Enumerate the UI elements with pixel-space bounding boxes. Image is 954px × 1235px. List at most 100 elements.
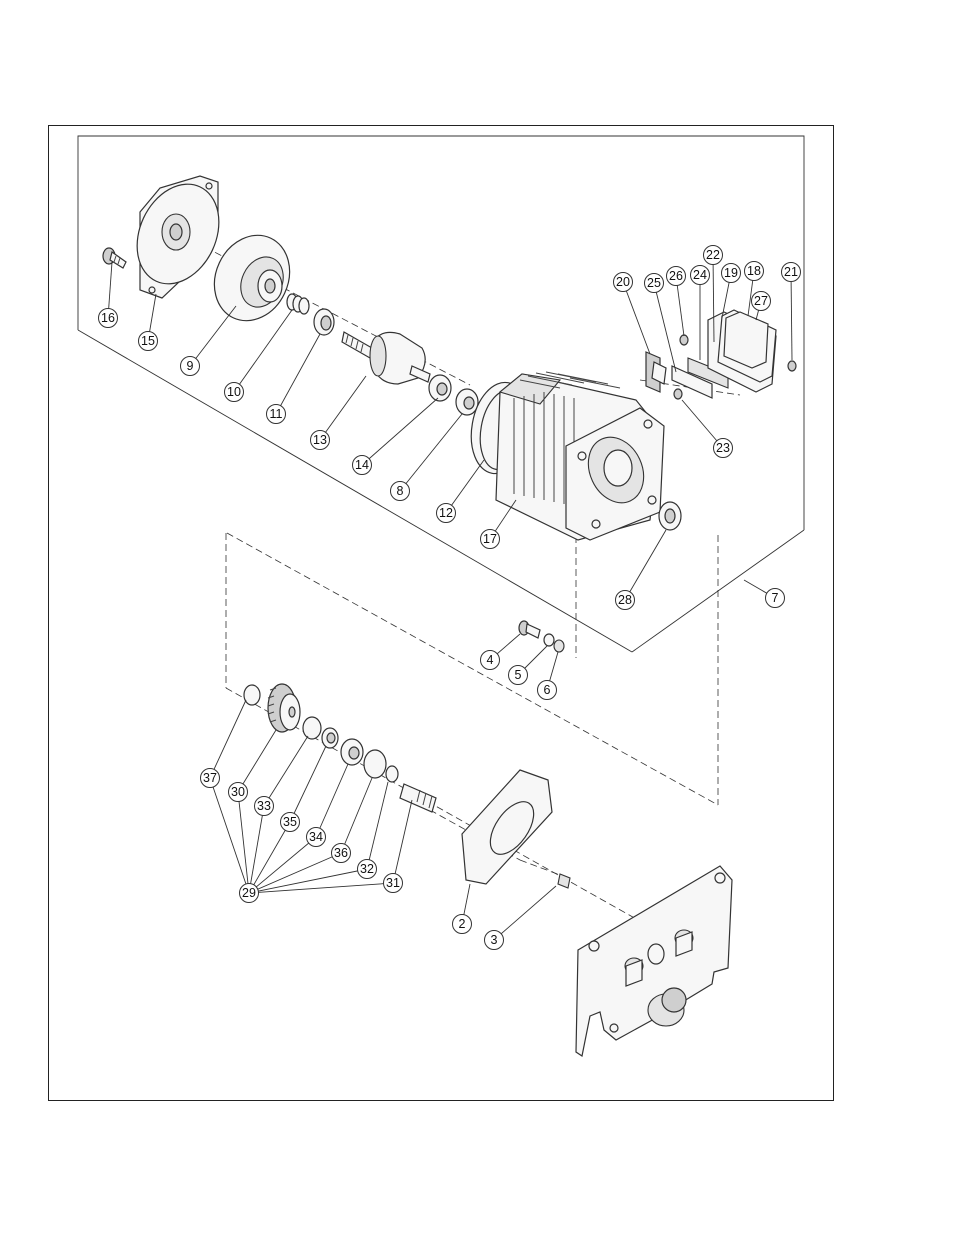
callout-14: 14 xyxy=(353,456,372,475)
callout-6: 6 xyxy=(538,681,557,700)
callout-7-label: 7 xyxy=(772,591,779,605)
callout-14-label: 14 xyxy=(355,458,369,472)
callout-29-label: 29 xyxy=(242,886,256,900)
callout-27: 27 xyxy=(752,292,771,311)
callout-11-label: 11 xyxy=(270,407,283,421)
part-8-bearing xyxy=(456,389,478,415)
callout-13-label: 13 xyxy=(313,433,327,447)
callout-10: 10 xyxy=(225,383,244,402)
callout-23-label: 23 xyxy=(716,441,730,455)
part-37-snap-ring xyxy=(244,685,260,705)
callout-3-label: 3 xyxy=(491,933,498,947)
part-11-bearing xyxy=(314,309,334,335)
part-2-gasket xyxy=(462,770,552,884)
callout-31: 31 xyxy=(384,874,403,893)
part-36-o-ring xyxy=(364,750,386,778)
part-26-screw xyxy=(680,335,688,345)
callout-24-label: 24 xyxy=(693,268,707,282)
callout-20-label: 20 xyxy=(616,275,630,289)
callout-37: 37 xyxy=(201,769,220,788)
callout-22: 22 xyxy=(704,246,723,265)
callout-36-label: 36 xyxy=(334,846,348,860)
callout-10-label: 10 xyxy=(227,385,241,399)
callout-9-label: 9 xyxy=(187,359,194,373)
callout-26-label: 26 xyxy=(669,269,683,283)
part-32-snap-ring xyxy=(386,766,398,782)
callout-19: 19 xyxy=(722,264,741,283)
callout-15: 15 xyxy=(139,332,158,351)
callout-16-label: 16 xyxy=(101,311,115,325)
callout-34-label: 34 xyxy=(309,830,323,844)
part-14-bearing xyxy=(429,375,451,401)
callout-18-label: 18 xyxy=(747,264,761,278)
callout-24: 24 xyxy=(691,266,710,285)
callout-33-label: 33 xyxy=(257,799,271,813)
callout-35-label: 35 xyxy=(283,815,297,829)
part-31-pinion-shaft xyxy=(400,784,436,812)
callout-6-label: 6 xyxy=(544,683,551,697)
callout-2: 2 xyxy=(453,915,472,934)
callout-16: 16 xyxy=(99,309,118,328)
callout-18: 18 xyxy=(745,262,764,281)
callout-4-label: 4 xyxy=(487,653,494,667)
part-35-bearing xyxy=(322,728,338,748)
callout-30-label: 30 xyxy=(231,785,245,799)
part-3-pin xyxy=(558,874,570,888)
callout-26: 26 xyxy=(667,267,686,286)
part-34-bearing xyxy=(341,739,363,765)
callout-19-label: 19 xyxy=(724,266,738,280)
part-33-bearing xyxy=(303,717,321,739)
part-30-gear xyxy=(268,684,300,732)
callout-25: 25 xyxy=(645,274,664,293)
callout-5: 5 xyxy=(509,666,528,685)
callout-4: 4 xyxy=(481,651,500,670)
callout-27-label: 27 xyxy=(754,294,768,308)
callout-32-label: 32 xyxy=(360,862,374,876)
leader-lines xyxy=(108,255,792,940)
part-23-screw xyxy=(674,389,682,399)
callout-23: 23 xyxy=(714,439,733,458)
part-5-washer xyxy=(544,634,554,646)
callout-37-label: 37 xyxy=(203,771,217,785)
part-10-spring xyxy=(287,294,309,314)
part-13-rotor-shaft xyxy=(342,332,430,384)
callout-8-label: 8 xyxy=(397,484,404,498)
part-28-oil-seal xyxy=(659,502,681,530)
callout-11: 11 xyxy=(267,405,286,424)
part-21-screw xyxy=(788,361,796,371)
callout-12-label: 12 xyxy=(439,506,453,520)
callout-33: 33 xyxy=(255,797,274,816)
callout-21-label: 21 xyxy=(784,265,798,279)
callout-32: 32 xyxy=(358,860,377,879)
callout-7: 7 xyxy=(766,589,785,608)
callout-2-label: 2 xyxy=(459,917,466,931)
callout-29: 29 xyxy=(240,884,259,903)
callout-3: 3 xyxy=(485,931,504,950)
gearbox-base-plate xyxy=(576,866,732,1056)
alignment-lines xyxy=(176,232,740,965)
callout-34: 34 xyxy=(307,828,326,847)
part-16-screw xyxy=(103,248,126,268)
callout-13: 13 xyxy=(311,431,330,450)
callout-15-label: 15 xyxy=(141,334,155,348)
part-20-terminal-clip xyxy=(646,352,666,392)
callout-21: 21 xyxy=(782,263,801,282)
callout-28: 28 xyxy=(616,591,635,610)
callout-8: 8 xyxy=(391,482,410,501)
callout-20: 20 xyxy=(614,273,633,292)
callout-17: 17 xyxy=(481,530,500,549)
callout-31-label: 31 xyxy=(386,876,400,890)
part-6-nut xyxy=(554,640,564,652)
callout-28-label: 28 xyxy=(618,593,632,607)
callout-12: 12 xyxy=(437,504,456,523)
callout-36: 36 xyxy=(332,844,351,863)
callout-17-label: 17 xyxy=(483,532,497,546)
callout-5-label: 5 xyxy=(515,668,522,682)
callout-35: 35 xyxy=(281,813,300,832)
part-4-bolt xyxy=(519,621,540,638)
callout-25-label: 25 xyxy=(647,276,661,290)
part-17-motor-housing xyxy=(496,372,664,540)
callout-9: 9 xyxy=(181,357,200,376)
callout-22-label: 22 xyxy=(706,248,720,262)
